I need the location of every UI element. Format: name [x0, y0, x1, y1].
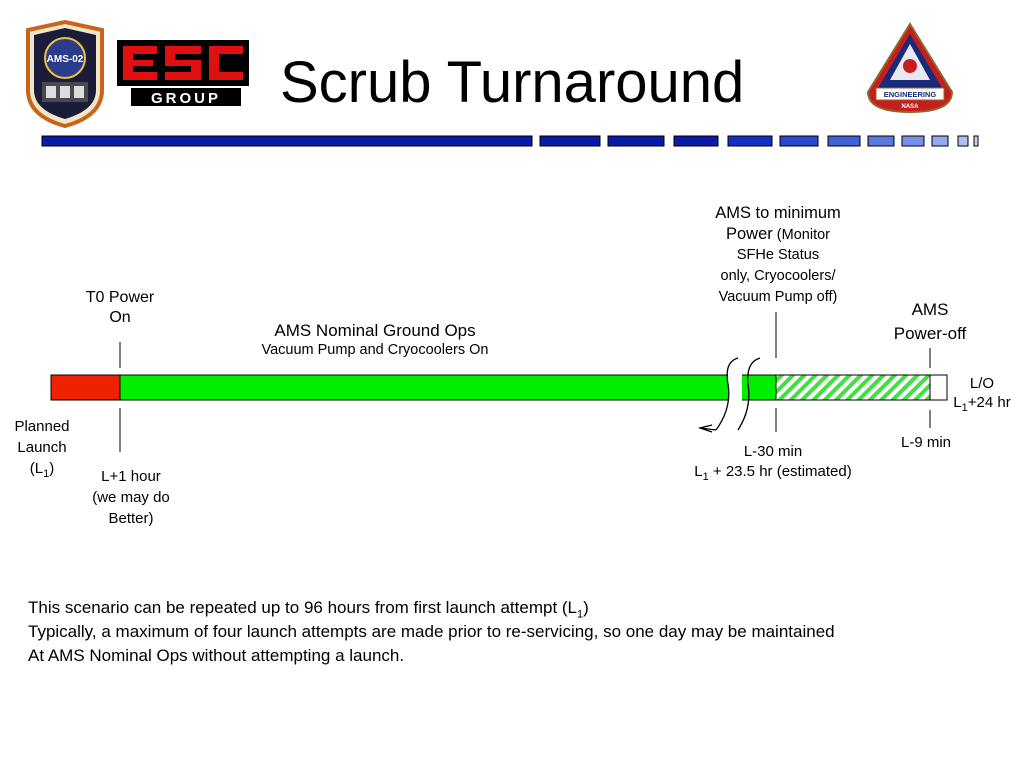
label-power-off-l1: AMS	[911, 300, 949, 319]
time-break-mark	[697, 357, 761, 433]
eng-text: ENGINEERING	[884, 90, 937, 99]
label-l-minus-9: L-9 min	[900, 434, 952, 451]
label-min-power-l1: AMS to minimum	[715, 204, 841, 222]
label-nominal-sub: Vacuum Pump and Cryocoolers On	[261, 342, 489, 358]
note-line1-post: )	[583, 598, 589, 617]
label-planned-launch-l3sub: 1	[43, 468, 50, 480]
label-lo-plus-pre: L	[953, 394, 962, 411]
patch-text: AMS-02	[47, 54, 84, 65]
label-l1-est-post: + 23.5 hr (estimated)	[708, 463, 852, 480]
note-line3: At AMS Nominal Ops without attempting a …	[28, 646, 405, 665]
label-l-minus-30-text: L-30 min	[743, 443, 803, 460]
label-min-power-l4: only, Cryocoolers/	[720, 268, 836, 284]
label-t0-line2: On	[109, 309, 131, 326]
label-power-off-l2: Power-off	[893, 324, 967, 343]
label-planned-launch-l3a: (L	[29, 460, 44, 477]
header-bar-strip	[41, 135, 979, 147]
label-min-power-l2a: Power	[726, 225, 773, 243]
nasa-text: NASA	[901, 104, 919, 110]
label-lo-plus-sub: 1	[961, 402, 968, 414]
label-t0-line1: T0 Power	[85, 289, 155, 306]
esc-group-text: GROUP	[151, 90, 221, 107]
label-l-plus-1-hour: L+1 hour (we may do Better)	[76, 466, 186, 529]
slide-title: Scrub Turnaround	[280, 50, 745, 115]
notes-block: This scenario can be repeated up to 96 h…	[28, 596, 835, 668]
label-nominal-ops: AMS Nominal Ground Ops Vacuum Pump and C…	[230, 321, 520, 359]
label-lo: L/O L1+24 hr	[950, 374, 1014, 414]
label-l1-est-pre: L	[694, 463, 703, 480]
segment-nominal-ops	[119, 374, 777, 401]
label-lo-plus-post: +24 hr	[967, 394, 1011, 411]
label-lo-text: L/O	[969, 375, 995, 392]
note-line2: Typically, a maximum of four launch atte…	[28, 622, 835, 641]
label-min-power-l5: Vacuum Pump off)	[718, 289, 838, 305]
label-min-power-l3: SFHe Status	[736, 247, 820, 263]
label-min-power: AMS to minimum Power (Monitor SFHe Statu…	[690, 202, 866, 308]
segment-power-on	[50, 374, 121, 401]
label-power-off: AMS Power-off	[876, 298, 984, 346]
segment-minimum-power	[775, 374, 931, 401]
label-planned-launch-l3b: )	[49, 460, 55, 477]
esc-group-logo: GROUP	[117, 40, 249, 107]
label-nominal-title: AMS Nominal Ground Ops	[274, 321, 476, 340]
note-line1-sub: 1	[577, 608, 584, 621]
label-l-plus-1-l1: L+1 hour	[101, 468, 161, 485]
label-l1-est-sub: 1	[702, 471, 709, 483]
ams02-patch-logo: AMS-02	[26, 20, 104, 128]
label-planned-launch-l1: Planned	[14, 418, 70, 435]
label-min-power-l2b: (Monitor	[772, 227, 830, 243]
label-l-plus-1-l2: (we may do	[92, 489, 170, 506]
segment-power-off	[929, 374, 948, 401]
label-t0-power-on: T0 Power On	[70, 288, 170, 328]
note-line1-pre: This scenario can be repeated up to 96 h…	[28, 598, 578, 617]
engineering-nasa-logo: ENGINEERING NASA	[866, 22, 954, 114]
label-planned-launch: Planned Launch (L1)	[2, 416, 82, 480]
label-l-plus-1-l3: Better)	[108, 510, 154, 527]
label-l-minus-30: L-30 min L1 + 23.5 hr (estimated)	[660, 442, 886, 483]
label-planned-launch-l2: Launch	[17, 439, 67, 456]
